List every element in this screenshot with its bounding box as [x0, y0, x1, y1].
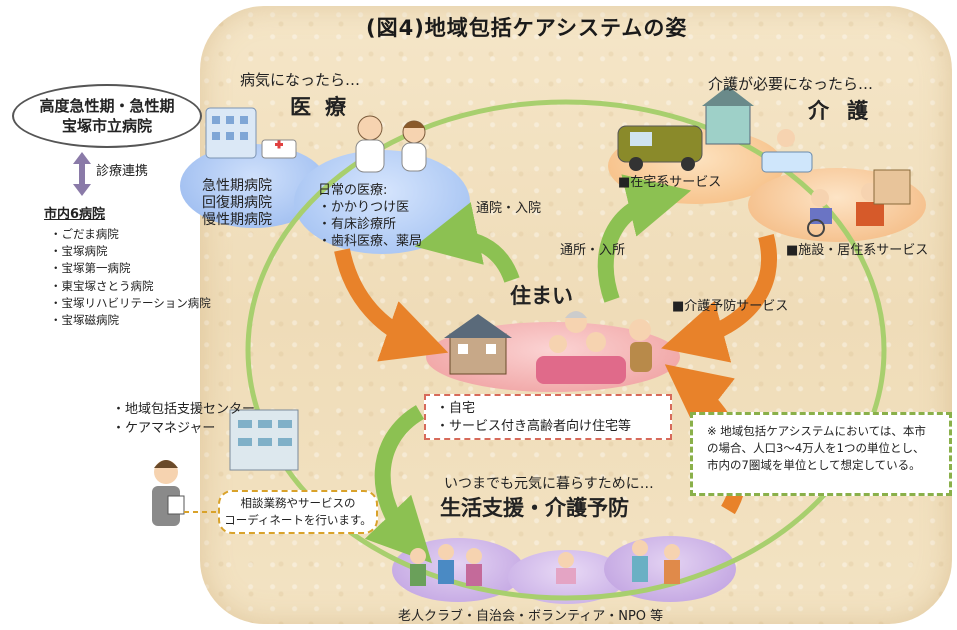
hospital-line1: 高度急性期・急性期 [39, 96, 175, 115]
orange-arrow-medical [334, 248, 449, 362]
list-item: ・宝塚病院 [50, 244, 108, 259]
consult-callout: 相談業務やサービスの コーディネートを行います。 [218, 490, 378, 534]
care-lead: 介護が必要になったら… [708, 75, 874, 93]
liaison-arrow-icon [73, 152, 91, 196]
list-item: ・ケアマネジャー [112, 421, 216, 436]
home-services-label: ■在宅系サービス [618, 175, 722, 190]
facility-services-label: ■施設・居住系サービス [786, 243, 929, 258]
list-item: ・かかりつけ医 [318, 200, 410, 215]
care-heading: 介護 [808, 99, 886, 123]
list-item: ・地域包括支援センター [112, 402, 256, 417]
community-groups-icon [410, 540, 680, 586]
care-bath-icon [761, 129, 813, 173]
list-item: 慢性期病院 [202, 212, 272, 228]
daily-medical: 日常の医療: ・かかりつけ医 ・有床診療所 ・歯科医療、薬局 [318, 182, 422, 250]
care-vehicle-icon [617, 86, 754, 171]
family-icon [536, 311, 652, 384]
liaison-label: 診療連携 [96, 164, 149, 179]
green-arrow-day-service [597, 174, 692, 303]
care-manager-icon [152, 460, 185, 526]
hospital-types: 急性期病院 回復期病院 慢性期病院 [202, 178, 272, 229]
medical-heading: 医療 [290, 95, 360, 119]
page-title: (図4)地域包括ケアシステムの姿 [366, 16, 688, 40]
list-item: ・サービス付き高齢者向け住宅等 [436, 419, 632, 434]
wheelchair-icon [807, 169, 911, 237]
list-item: ・東宝塚さとう病院 [50, 278, 154, 293]
day-service-label: 通所・入所 [560, 243, 626, 258]
list-item: 回復期病院 [202, 195, 272, 211]
orange-arrow-care [661, 233, 778, 363]
doctors-icon [355, 115, 427, 173]
note-line: 市内の7圏域を単位として想定している。 [707, 458, 921, 472]
list-item: ・宝塚リハビリテーション病院 [50, 295, 211, 310]
list-item: ・歯科医療、薬局 [318, 234, 423, 249]
list-item: ・有床診療所 [318, 217, 397, 232]
list-item: ・宝塚第一病院 [50, 261, 131, 276]
green-arrow-outpatient [414, 202, 520, 284]
note-box: ※ 地域包括ケアシステムにおいては、本市 の場合、人口3〜4万人を1つの単位とし… [690, 412, 952, 496]
living-lead: いつまでも元気に暮らすために… [444, 476, 654, 492]
green-loop [245, 99, 887, 601]
outpatient-label: 通院・入院 [476, 201, 542, 216]
house-icon [444, 314, 512, 375]
consult-line2: コーディネートを行います。 [224, 513, 372, 527]
green-arrow-living-down [364, 405, 433, 564]
list-item: ・自宅 [436, 401, 476, 416]
living-heading: 生活支援・介護予防 [440, 496, 629, 520]
hospital-line2: 宝塚市立病院 [61, 117, 152, 135]
support-center-items: ・地域包括支援センター ・ケアマネジャー [112, 400, 255, 438]
medical-lead: 病気になったら… [240, 71, 361, 89]
list-item: 急性期病院 [202, 178, 272, 194]
note-line: の場合、人口3〜4万人を1つの単位とし、 [707, 441, 925, 455]
home-heading: 住まい [510, 284, 573, 308]
city-hospitals-title: 市内6病院 [44, 207, 106, 222]
support-center-building-icon [229, 409, 299, 471]
consult-line1: 相談業務やサービスの [240, 496, 356, 510]
note-line: ※ 地域包括ケアシステムにおいては、本市 [707, 424, 926, 438]
list-item: ・ごだま病院 [50, 227, 119, 241]
daily-medical-title: 日常の医療: [318, 183, 388, 198]
prevention-service-label: ■介護予防サービス [672, 299, 789, 314]
home-types-box: ・自宅 ・サービス付き高齢者向け住宅等 [424, 394, 672, 440]
city-hospital-list: ・ごだま病院 ・宝塚病院 ・宝塚第一病院 ・東宝塚さとう病院 ・宝塚リハビリテー… [50, 226, 211, 329]
city-hospital-oval: 高度急性期・急性期 宝塚市立病院 [12, 84, 202, 148]
list-item: ・宝塚磁病院 [50, 313, 119, 328]
community-groups-label: 老人クラブ・自治会・ボランティア・NPO 等 [398, 609, 664, 624]
hospital-building-icon [205, 107, 297, 159]
